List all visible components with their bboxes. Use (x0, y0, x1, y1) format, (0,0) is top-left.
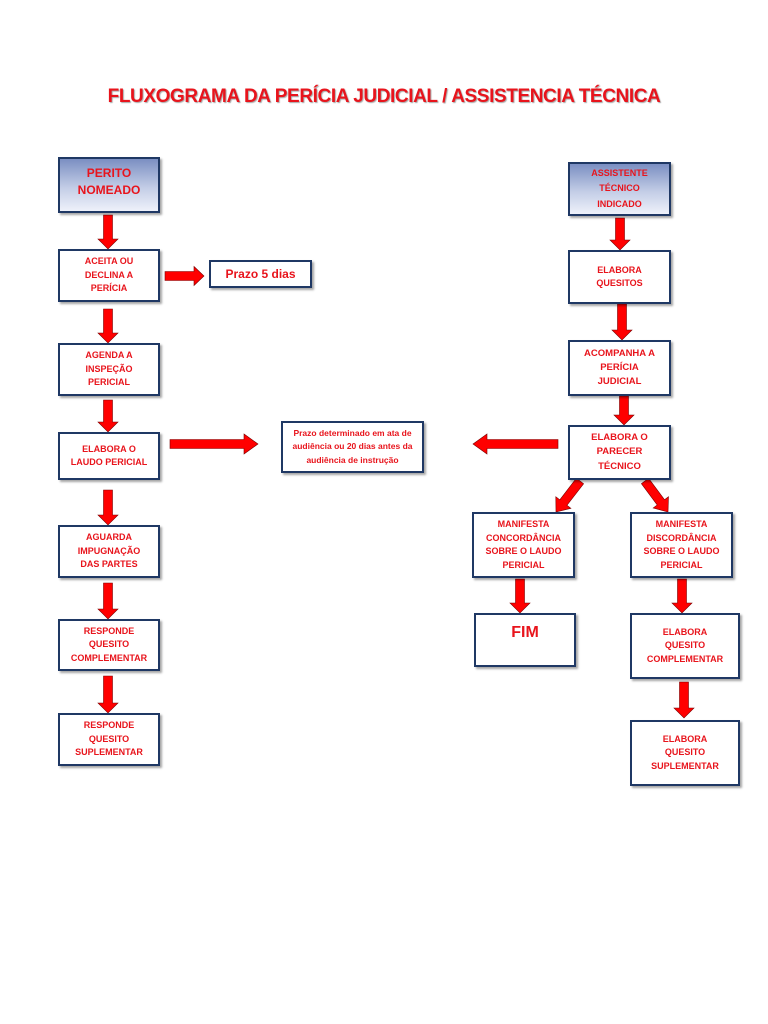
box-label-line: PERICIAL (660, 559, 703, 570)
box-label-line: IMPUGNAÇÃO (77, 545, 141, 556)
box-label-line: AGUARDA (86, 532, 132, 543)
arrow-agenda-to-elabora (97, 399, 119, 433)
elabora-parecer-box: ELABORA O PARECER TÉCNICO (568, 425, 671, 480)
box-label-line: ASSISTENTE (591, 168, 648, 179)
manifesta-concordancia-box: MANIFESTA CONCORDÂNCIA SOBRE O LAUDO PERICI… (472, 512, 575, 578)
box-label-line: SOBRE O LAUDO (643, 546, 720, 556)
elabora-laudo-box: ELABORA O LAUDO PERICIAL (58, 432, 160, 480)
arrow-aguarda-to-responde (97, 582, 119, 620)
elabora-complementar-box: ELABORA QUESITO COMPLEMENTAR (630, 613, 740, 679)
box-label-line: ACOMPANHA A (584, 347, 655, 359)
box-label-line: DECLINA A (84, 269, 134, 280)
box-label-line: FIM (511, 624, 539, 641)
box-label-line: ELABORA (662, 733, 708, 744)
box-label-line: INSPEÇÃO (85, 363, 133, 374)
box-label-line: DISCORDÂNCIA (646, 532, 717, 543)
box-label-line: PERICIAL (502, 559, 545, 570)
aguarda-impugnacao-box: AGUARDA IMPUGNAÇÃO DAS PARTES (58, 525, 160, 578)
box-label-line: PARECER (596, 446, 643, 458)
box-label-line: PERÍCIA (90, 283, 128, 294)
box-label-line: Prazo determinado em ata de (293, 428, 412, 439)
box-label-line: PERICIAL (87, 377, 130, 388)
box-label-line: QUESITO (664, 747, 706, 758)
elabora-suplementar-box: ELABORA QUESITO SUPLEMENTAR (630, 720, 740, 786)
box-label-line: INDICADO (597, 198, 642, 209)
arrow-perito-to-aceita (97, 214, 119, 250)
arrow-parecer-to-discordancia (640, 477, 669, 513)
box-label-line: QUESITO (88, 639, 130, 650)
responde-suplementar-box: RESPONDE QUESITO SUPLEMENTAR (58, 713, 160, 766)
elabora-quesitos-box: ELABORA QUESITOS (568, 250, 671, 304)
box-label-line: SUPLEMENTAR (651, 760, 719, 771)
box-label-line: JUDICIAL (597, 376, 642, 388)
box-label-line: NOMEADO (77, 183, 141, 198)
box-label-line: MANIFESTA (655, 519, 708, 529)
arrow-assistente-to-quesitos (609, 217, 631, 251)
arrow-aceita-to-prazo (164, 265, 205, 287)
arrow-parecer-to-concordancia (555, 477, 585, 513)
box-label-line: ELABORA (597, 264, 642, 275)
box-label-line: ELABORA (662, 626, 708, 637)
box-label-line: ELABORA O (82, 443, 136, 454)
box-label-line: Prazo 5 dias (225, 267, 296, 281)
diagram-title: FLUXOGRAMA DA PERÍCIA JUDICIAL / ASSISTE… (107, 86, 661, 107)
arrow-concordancia-to-fim (509, 578, 531, 614)
box-label-line: DAS PARTES (80, 559, 138, 570)
box-label-line: CONCORDÂNCIA (486, 532, 561, 543)
box-label-line: QUESITO (88, 733, 130, 744)
box-label-line: RESPONDE (83, 720, 135, 731)
manifesta-discordancia-box: MANIFESTA DISCORDÂNCIA SOBRE O LAUDO PERICI… (630, 512, 733, 578)
agenda-inspecao-box: AGENDA A INSPEÇÃO PERICIAL (58, 343, 160, 396)
box-label-line: ELABORA O (591, 432, 648, 444)
box-label-line: AGENDA A (85, 350, 133, 361)
arrow-parecer-to-prazo-det (472, 433, 559, 455)
arrow-quesitos-to-acompanha (611, 303, 633, 341)
arrow-laudo-to-prazo-det (169, 433, 259, 455)
box-label-line: QUESITO (664, 640, 706, 651)
arrow-elabora-to-aguarda (97, 489, 119, 526)
arrow-discordancia-to-comp (671, 578, 693, 614)
prazo-determinado-box: Prazo determinado em ata de audiência ou … (281, 421, 424, 473)
arrow-responde-to-suplementar (97, 675, 119, 714)
perito-nomeado-box: PERITO NOMEADO (58, 157, 160, 213)
responde-complementar-box: RESPONDE QUESITO COMPLEMENTAR (58, 619, 160, 671)
aceita-declina-box: ACEITA OU DECLINA A PERÍCIA (58, 249, 160, 302)
box-label-line: COMPLEMENTAR (70, 652, 148, 663)
box-label-line: PERÍCIA (600, 361, 639, 373)
assistente-tecnico-box: ASSISTENTE TÉCNICO INDICADO (568, 162, 671, 216)
box-label-line: MANIFESTA (497, 519, 550, 529)
arrow-acompanha-to-parecer (613, 395, 635, 426)
box-label-line: SOBRE O LAUDO (485, 546, 562, 556)
box-label-line: audiência de instrução (306, 454, 399, 465)
arrow-aceita-to-agenda (97, 308, 119, 344)
arrow-comp-to-suplementar (673, 681, 695, 719)
fim-box: FIM (474, 613, 576, 667)
box-label-line: ACEITA OU (84, 256, 134, 267)
box-label-line: TÉCNICO (599, 183, 640, 194)
acompanha-pericia-box: ACOMPANHA A PERÍCIA JUDICIAL (568, 340, 671, 396)
box-label-line: SUPLEMENTAR (75, 747, 143, 758)
box-label-line: audiência ou 20 dias antes da (292, 441, 413, 452)
box-label-line: PERITO (86, 166, 132, 180)
box-label-line: RESPONDE (83, 625, 135, 636)
box-label-line: COMPLEMENTAR (646, 653, 724, 664)
box-label-line: QUESITOS (596, 278, 643, 288)
box-label-line: TÉCNICO (598, 460, 641, 472)
prazo-5-dias-box: Prazo 5 dias (209, 260, 312, 288)
box-label-line: LAUDO PERICIAL (70, 457, 148, 467)
